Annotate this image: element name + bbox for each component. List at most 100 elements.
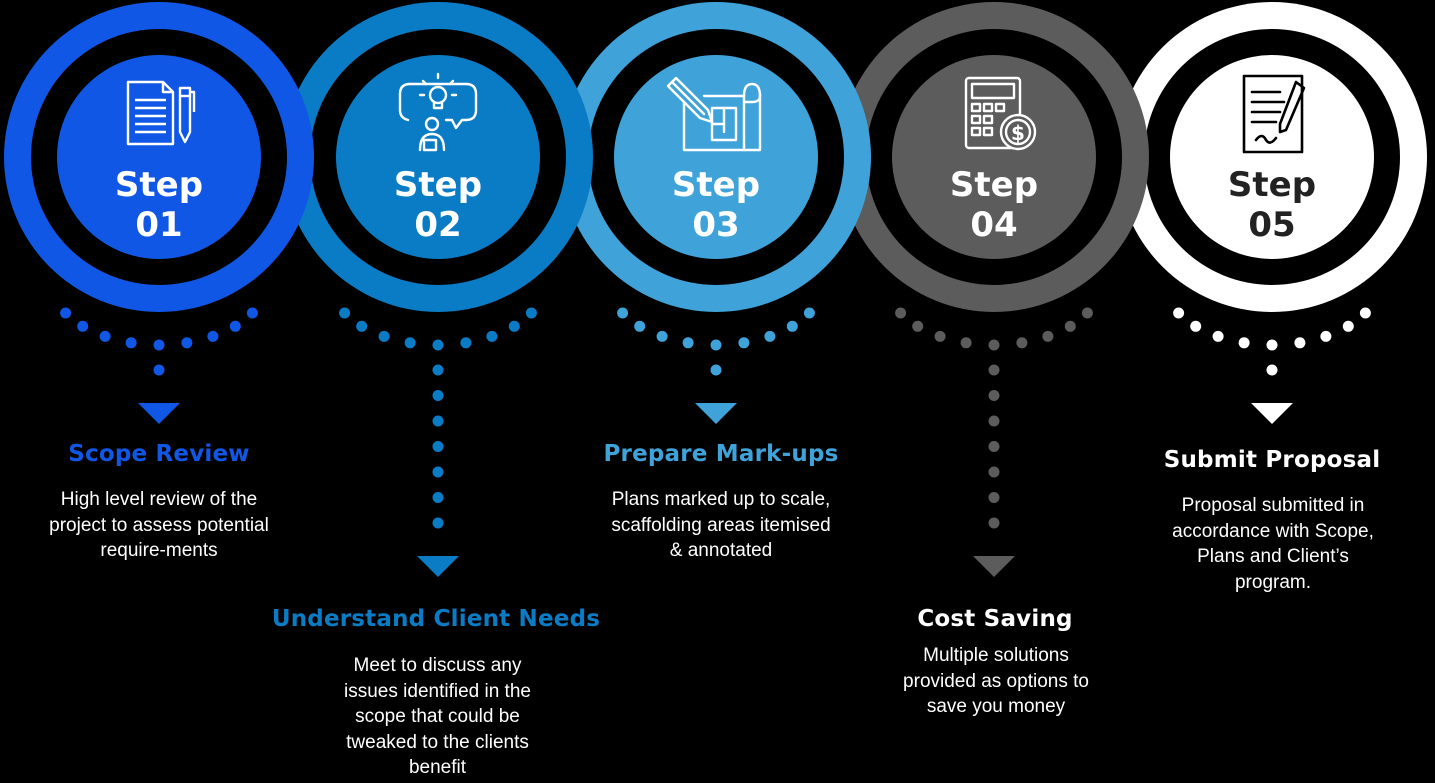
connector-dot — [486, 330, 498, 342]
connector-dot — [738, 337, 750, 349]
connector-dot — [432, 441, 444, 452]
step-01-title: Scope Review — [68, 441, 250, 467]
step-04-word: Step — [949, 165, 1039, 205]
connector-dot — [786, 320, 798, 332]
arrow-down-icon — [695, 403, 737, 424]
connector-dot — [1081, 307, 1093, 319]
step-04-title: Cost Saving — [917, 606, 1073, 632]
connector-dot — [988, 415, 1000, 427]
connector-dot — [525, 307, 537, 319]
connector-dot — [1173, 307, 1185, 319]
step-02-number: 02 — [414, 205, 462, 245]
connector-dot — [508, 320, 520, 332]
blueprint-pencil-icon — [666, 76, 762, 152]
step-05-word: Step — [1227, 165, 1317, 205]
connector-dot — [432, 466, 444, 478]
step-01-number: 01 — [135, 205, 183, 245]
connector-dot — [153, 339, 165, 351]
connector-dot — [229, 320, 241, 332]
connector-dot — [99, 330, 111, 342]
step-01-description: High level review of the project to asse… — [49, 489, 269, 561]
step-01-label: Step 01 — [59, 165, 259, 245]
connector-dot — [356, 320, 368, 332]
connector-dot — [125, 337, 137, 349]
connector-dot — [1212, 330, 1224, 342]
connector-dot — [207, 330, 219, 342]
connector-dot — [432, 517, 444, 529]
svg-text:$: $ — [1011, 121, 1025, 145]
step-4-connector — [895, 307, 1093, 577]
connector-dot — [1190, 320, 1202, 332]
step-02-circle — [283, 2, 593, 312]
connector-dot — [378, 330, 390, 342]
calculator-dollar-icon: $ — [964, 76, 1037, 151]
idea-person-icon — [398, 72, 478, 152]
connector-dot — [153, 364, 165, 376]
connectors — [60, 307, 1371, 577]
connector-dot — [1042, 330, 1054, 342]
connector-dot — [181, 337, 193, 349]
step-04-circle — [839, 2, 1149, 312]
connector-dot — [988, 441, 1000, 452]
connector-dot — [934, 330, 946, 342]
connector-dot — [912, 320, 924, 332]
connector-dot — [432, 492, 444, 503]
step-02-word: Step — [393, 165, 483, 205]
connector-dot — [710, 364, 722, 376]
connector-dot — [895, 307, 907, 319]
step-03-number: 03 — [692, 205, 740, 245]
connector-dot — [1320, 330, 1332, 342]
document-pen-icon — [126, 80, 196, 146]
connector-dot — [710, 339, 722, 351]
connector-dot — [432, 390, 444, 401]
step-02-description: Meet to discuss any issues identified in… — [344, 655, 531, 778]
connector-dot — [764, 330, 776, 342]
step-1-connector — [60, 307, 258, 424]
arrow-down-icon — [1251, 403, 1293, 424]
connector-dot — [1294, 337, 1306, 349]
step-03-label: Step 03 — [616, 165, 816, 245]
connector-dot — [634, 320, 646, 332]
step-04-label: Step 04 — [894, 165, 1094, 245]
step-01-circle — [4, 2, 314, 312]
connector-dot — [682, 337, 694, 349]
connector-dot — [432, 339, 444, 351]
connector-dot — [77, 320, 89, 332]
contract-pen-icon — [1242, 74, 1306, 154]
step-5-connector — [1173, 307, 1371, 424]
connector-dot — [432, 415, 444, 427]
connector-dot — [1016, 337, 1028, 349]
connector-dot — [656, 330, 668, 342]
connector-dot — [1266, 339, 1278, 351]
connector-dot — [803, 307, 815, 319]
connector-dot — [460, 337, 472, 349]
step-03-description: Plans marked up to scale, scaffolding ar… — [611, 489, 831, 561]
connector-dot — [1064, 320, 1076, 332]
connector-dot — [988, 492, 1000, 503]
connector-dot — [617, 307, 629, 319]
step-05-label: Step 05 — [1172, 165, 1372, 245]
connector-dot — [1359, 307, 1371, 319]
connector-dot — [1342, 320, 1354, 332]
connector-dot — [960, 337, 972, 349]
step-04-description: Multiple solutions provided as options t… — [903, 645, 1089, 717]
step-04-number: 04 — [970, 205, 1018, 245]
connector-dot — [60, 307, 72, 319]
step-02-label: Step 02 — [338, 165, 538, 245]
step-2-connector — [339, 307, 537, 577]
step-05-title: Submit Proposal — [1163, 447, 1381, 473]
connector-dot — [988, 339, 1000, 351]
step-03-circle — [561, 2, 871, 312]
step-01-word: Step — [114, 165, 204, 205]
connector-dot — [404, 337, 416, 349]
connector-dot — [988, 364, 1000, 376]
connector-dot — [988, 466, 1000, 478]
step-03-title: Prepare Mark-ups — [603, 441, 839, 467]
step-05-description: Proposal submitted in accordance with Sc… — [1172, 495, 1374, 593]
connector-dot — [432, 364, 444, 376]
connector-dot — [988, 390, 1000, 401]
step-05-circle — [1117, 2, 1427, 312]
connector-dot — [339, 307, 351, 319]
